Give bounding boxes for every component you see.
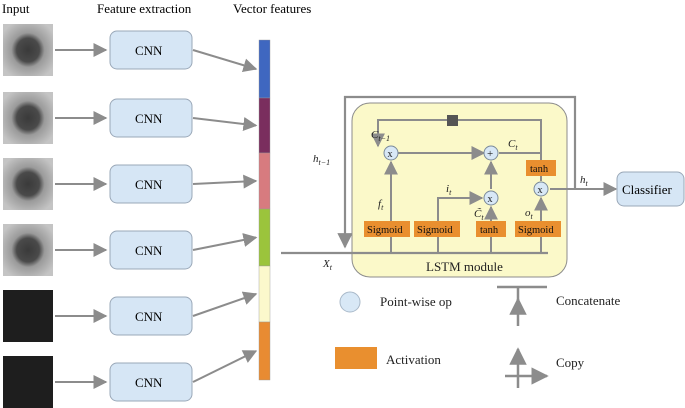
c-tilde-label: C̃t [474, 207, 484, 222]
cnn-box-4: CNN [109, 230, 193, 270]
lstm-module-label: LSTM module [426, 259, 503, 274]
c-t-label: Ct [508, 138, 518, 152]
cell-feedback-path [371, 119, 542, 152]
cnn-box-5: CNN [109, 296, 193, 336]
legend-copy: Copy [505, 347, 585, 388]
svg-text:+: + [487, 148, 493, 160]
i-t-label: it [446, 183, 452, 197]
classifier-box: Classifier [616, 171, 685, 207]
feature-arrow [192, 291, 258, 317]
h-t-label: ht [580, 174, 589, 188]
input-tile-3 [3, 158, 53, 210]
input-tile-6 [3, 356, 53, 408]
forget-multiply-op: x [383, 145, 399, 161]
feature-arrow [192, 350, 258, 383]
input-multiply-op: x [483, 190, 499, 206]
gate-stems [390, 237, 542, 253]
legend-pointwise: Point-wise op [339, 291, 452, 313]
svg-text:Copy: Copy [556, 355, 585, 370]
svg-text:Sigmoid: Sigmoid [518, 225, 554, 236]
svg-text:Activation: Activation [386, 352, 441, 367]
cnn-label: CNN [135, 309, 163, 324]
cell-add-op: + [483, 145, 499, 161]
pointwise-op-icon [339, 291, 361, 313]
cnn-box-1: CNN [109, 30, 193, 70]
feature-extraction-rows: CNN CNN CNN CNN CNN CNN [3, 24, 258, 408]
svg-text:x: x [488, 194, 493, 205]
header-vector-features: Vector features [233, 1, 311, 16]
activation-sigmoid-input: Sigmoid [414, 221, 460, 237]
cnn-label: CNN [135, 111, 163, 126]
activation-tanh-candidate: tanh [476, 221, 506, 237]
cnn-box-2: CNN [109, 98, 193, 138]
vector-segment-5 [258, 265, 271, 323]
cnn-label: CNN [135, 375, 163, 390]
o-t-label: ot [525, 207, 534, 221]
header-input: Input [2, 1, 30, 16]
svg-text:x: x [538, 185, 543, 196]
feature-arrow [192, 117, 258, 131]
cnn-label: CNN [135, 243, 163, 258]
x-t-label: Xt [322, 258, 333, 272]
svg-text:Classifier: Classifier [622, 182, 672, 197]
activation-sigmoid-forget: Sigmoid [364, 221, 410, 237]
svg-text:Sigmoid: Sigmoid [367, 225, 403, 236]
svg-text:Sigmoid: Sigmoid [417, 225, 453, 236]
cnn-label: CNN [135, 43, 163, 58]
cell-state-out [499, 152, 542, 160]
cnn-box-6: CNN [109, 362, 193, 402]
vector-segment-6 [258, 321, 271, 381]
input-tile-4 [3, 224, 53, 276]
header-feature-extraction: Feature extraction [97, 1, 192, 16]
activation-swatch-icon [335, 347, 377, 369]
cell-delay-square [447, 115, 458, 126]
feature-arrow [192, 233, 258, 251]
feature-arrow [192, 49, 258, 73]
feature-arrow [192, 174, 258, 189]
cnn-label: CNN [135, 177, 163, 192]
legend-activation: Activation [335, 347, 441, 369]
legend-concatenate: Concatenate [497, 285, 620, 326]
vector-segment-3 [258, 152, 271, 210]
vector-features-bar [258, 39, 271, 381]
vector-segment-4 [258, 208, 271, 267]
activation-tanh-cell: tanh [526, 160, 556, 176]
vector-segment-1 [258, 39, 271, 99]
vector-segment-2 [258, 97, 271, 154]
concatenate-icon [497, 285, 547, 326]
svg-text:Point-wise op: Point-wise op [380, 294, 452, 309]
svg-text:tanh: tanh [480, 225, 499, 236]
f-t-label: ft [378, 198, 384, 212]
output-multiply-op: x [533, 181, 549, 197]
c-prev-label: Ct−1 [371, 129, 390, 143]
input-tile-1 [3, 24, 53, 76]
input-gate-arrow [437, 191, 484, 221]
svg-text:x: x [388, 149, 393, 160]
activation-sigmoid-output: Sigmoid [515, 221, 561, 237]
svg-text:tanh: tanh [530, 164, 549, 175]
h-recurrent-loop [343, 95, 577, 188]
input-tile-5 [3, 290, 53, 342]
cnn-box-3: CNN [109, 164, 193, 204]
input-tile-2 [3, 92, 53, 144]
svg-text:Concatenate: Concatenate [556, 293, 620, 308]
h-prev-label: ht−1 [313, 153, 330, 167]
